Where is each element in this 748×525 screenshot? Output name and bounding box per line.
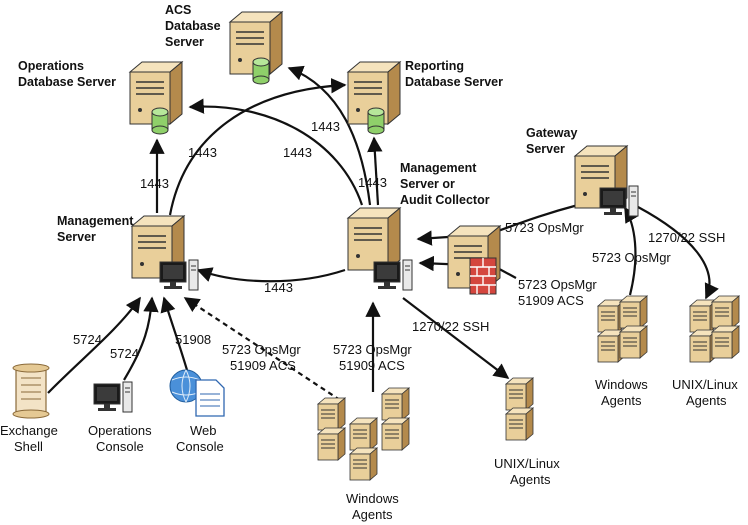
edge-right-windows-to-gateway — [624, 206, 639, 296]
acs-database-server: ACS Database Server — [165, 3, 283, 85]
edge-label-ac-reporting-db: 1443 — [358, 175, 387, 190]
edge-ac-to-acs-db — [287, 65, 372, 206]
web-console-label-2: Console — [176, 439, 224, 454]
reporting-database-server: Reporting Database Server — [347, 59, 503, 135]
right-unix-agents: UNIX/Linux Agents — [672, 295, 740, 408]
edge-center-windows-to-mgmt — [183, 297, 341, 401]
edge-label-center-win-mgmt-2: 51909 ACS — [230, 358, 296, 373]
edge-label-firewall-ac-1: 5723 OpsMgr — [518, 277, 597, 292]
operations-database-server: Operations Database Server — [18, 59, 183, 135]
right-unix-label-2: Agents — [686, 393, 727, 408]
edge-gateway-to-firewall — [494, 203, 579, 234]
monitor-icon — [599, 185, 639, 217]
right-win-label-1: Windows — [595, 377, 648, 392]
edge-exchange-to-mgmt — [47, 296, 141, 394]
center-win-label-1: Windows — [346, 491, 399, 506]
edge-ac-to-ops-db — [188, 98, 364, 206]
server-stack-icon — [317, 387, 410, 481]
edge-web-to-mgmt — [160, 296, 189, 371]
rep-db-label-2: Database Server — [405, 75, 503, 89]
gateway-label-2: Server — [526, 142, 565, 156]
ops-db-label-1: Operations — [18, 59, 84, 73]
edge-label-ac-ops-db: 1443 — [283, 145, 312, 160]
center-win-label-2: Agents — [352, 507, 393, 522]
server-stack-icon — [597, 295, 648, 363]
monitor-icon — [93, 381, 133, 413]
firewall-server — [447, 225, 501, 295]
edge-ac-to-center-unix — [402, 297, 510, 379]
acs-db-label-3: Server — [165, 35, 204, 49]
server-icon — [347, 207, 401, 271]
document-icon — [195, 379, 225, 417]
edge-ac-to-mgmt — [196, 267, 346, 283]
gateway-label-1: Gateway — [526, 126, 577, 140]
center-windows-agents: Windows Agents — [317, 387, 410, 522]
center-unix-label-1: UNIX/Linux — [494, 456, 560, 471]
edge-ac-to-reporting-db — [367, 136, 383, 206]
edge-label-console-mgmt: 5724 — [110, 346, 139, 361]
edges: 1443 1443 1443 1443 1443 1443 5723 OpsMg… — [47, 65, 725, 401]
exchange-label-1: Exchange — [0, 423, 58, 438]
mgmt-ac-label-2: Server or — [400, 177, 455, 191]
center-unix-agents: UNIX/Linux Agents — [494, 377, 560, 487]
center-unix-label-2: Agents — [510, 472, 551, 487]
mgmt-label-1: Management — [57, 214, 134, 228]
web-console-label-1: Web — [190, 423, 217, 438]
acs-db-label-1: ACS — [165, 3, 191, 17]
edge-label-exchange-mgmt: 5724 — [73, 332, 102, 347]
edge-console-to-mgmt — [123, 296, 159, 381]
right-windows-agents: Windows Agents — [595, 295, 648, 408]
mgmt-label-2: Server — [57, 230, 96, 244]
acs-db-label-2: Database — [165, 19, 221, 33]
ops-db-label-2: Database Server — [18, 75, 116, 89]
scroll-icon — [12, 363, 50, 419]
exchange-shell: Exchange Shell — [0, 363, 58, 454]
edge-label-right-win-gateway: 5723 OpsMgr — [592, 250, 671, 265]
firewall-icon — [469, 257, 497, 295]
right-unix-label-1: UNIX/Linux — [672, 377, 738, 392]
edge-label-firewall-ac-2: 51909 ACS — [518, 293, 584, 308]
gateway-server: Gateway Server — [526, 126, 639, 217]
database-icon — [367, 107, 385, 135]
server-stack-icon — [689, 295, 740, 363]
operations-console: Operations Console — [88, 381, 152, 454]
server-stack-icon — [505, 377, 534, 441]
database-icon — [151, 107, 169, 135]
edge-label-mgmt-ops-db: 1443 — [140, 176, 169, 191]
edge-label-ac-mgmt: 1443 — [264, 280, 293, 295]
ops-console-label-2: Console — [96, 439, 144, 454]
edge-label-gateway-right-unix: 1270/22 SSH — [648, 230, 725, 245]
database-icon — [252, 57, 270, 85]
web-console: Web Console — [169, 369, 225, 454]
edge-label-ac-acs-db: 1443 — [311, 119, 340, 134]
management-server: Management Server — [57, 214, 199, 291]
monitor-icon — [159, 259, 199, 291]
exchange-label-2: Shell — [14, 439, 43, 454]
edge-label-ac-center-unix: 1270/22 SSH — [412, 319, 489, 334]
edge-label-center-win-ac-1: 5723 OpsMgr — [333, 342, 412, 357]
edge-label-mgmt-reporting-db: 1443 — [188, 145, 217, 160]
edge-label-gateway-ac: 5723 OpsMgr — [505, 220, 584, 235]
rep-db-label-1: Reporting — [405, 59, 464, 73]
edge-mgmt-to-reporting-db — [168, 78, 347, 216]
edge-gateway-to-right-unix — [637, 206, 719, 300]
edge-label-center-win-ac-2: 51909 ACS — [339, 358, 405, 373]
mgmt-ac-label-3: Audit Collector — [400, 193, 490, 207]
edge-label-center-win-mgmt-1: 5723 OpsMgr — [222, 342, 301, 357]
right-win-label-2: Agents — [601, 393, 642, 408]
ops-console-label-1: Operations — [88, 423, 152, 438]
management-server-audit-collector: Management Server or Audit Collector — [347, 161, 490, 291]
edge-gateway-to-ac — [416, 230, 449, 246]
edge-label-web-mgmt: 51908 — [175, 332, 211, 347]
monitor-icon — [373, 259, 413, 291]
mgmt-ac-label-1: Management — [400, 161, 477, 175]
